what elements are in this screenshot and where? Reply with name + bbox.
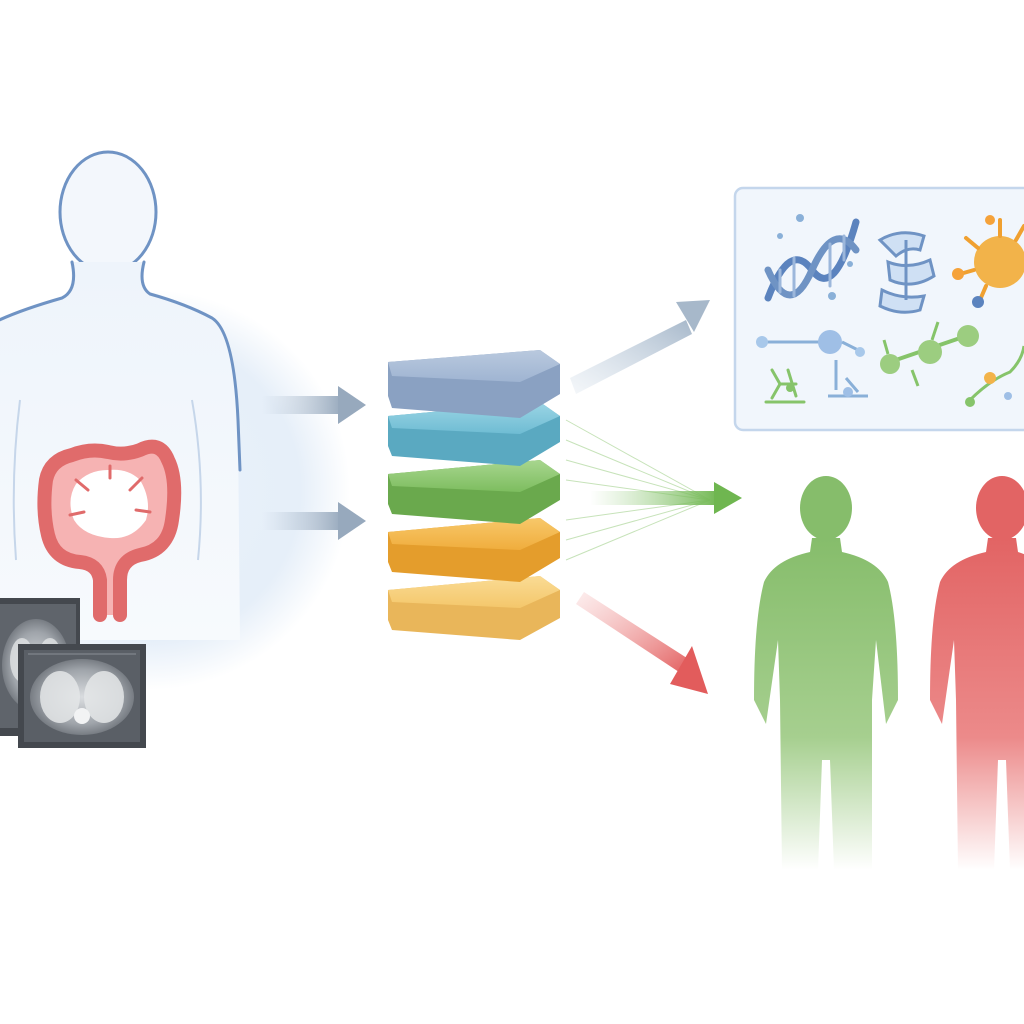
person-red-icon: [930, 476, 1024, 870]
molecular-panel: [733, 186, 1024, 432]
molecule-icon-blue: [756, 330, 868, 398]
person-green-icon: [754, 476, 898, 870]
input-arrow-lower: [262, 502, 366, 540]
layer-slate: [388, 350, 560, 418]
chromosome-icon: [877, 231, 936, 314]
output-arrow-middle: [590, 482, 742, 514]
fan-lines: [565, 419, 711, 561]
molecule-icon-mixed: [965, 345, 1024, 407]
layer-stack-icon: [388, 350, 560, 640]
molecule-icon-green: [880, 321, 979, 387]
layer-yellow: [388, 576, 560, 640]
output-arrow-up: [570, 300, 710, 394]
ct-scan-icon: [0, 598, 146, 748]
colon-icon: [37, 439, 182, 622]
input-arrow-upper: [262, 386, 366, 424]
protein-icon-green: [764, 368, 806, 404]
dna-icon: [764, 214, 860, 302]
patient-input-group: [0, 150, 350, 748]
layer-orange: [388, 518, 560, 582]
layer-green: [388, 460, 560, 524]
output-arrow-down: [576, 592, 708, 694]
virus-icon: [952, 215, 1024, 308]
